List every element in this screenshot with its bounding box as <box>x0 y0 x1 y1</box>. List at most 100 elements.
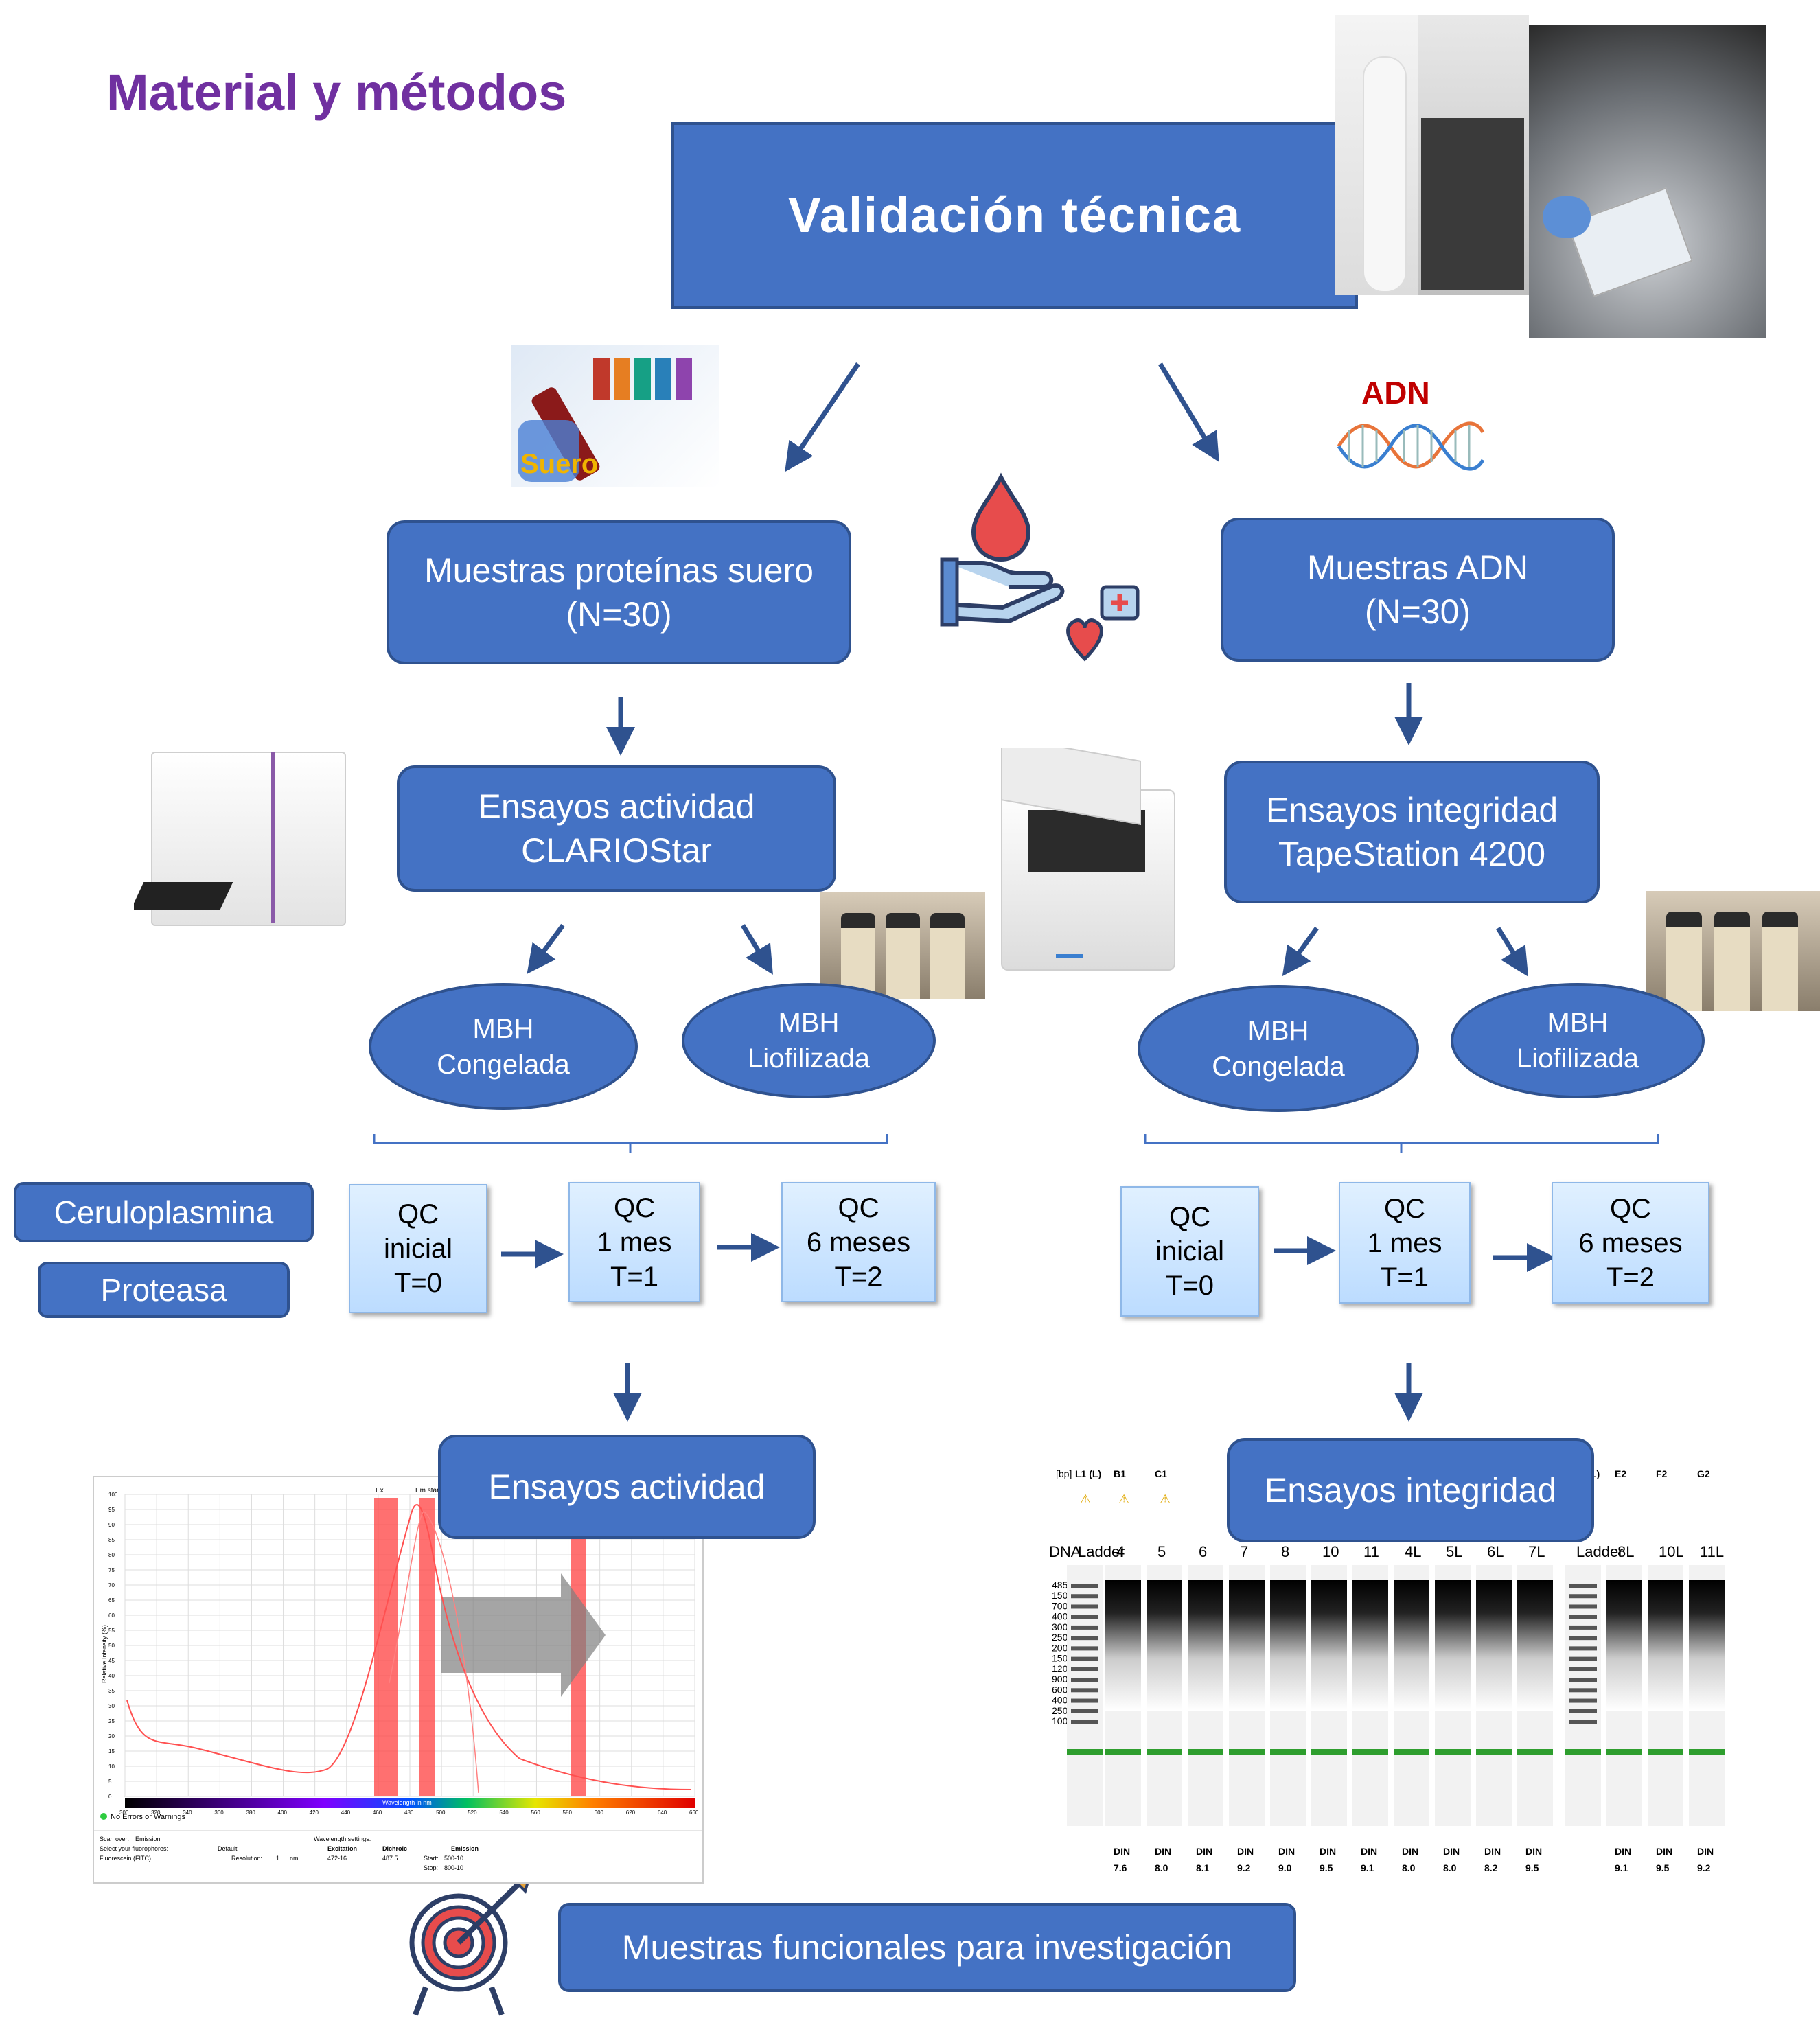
setting-scan-over: Scan over: <box>100 1836 129 1842</box>
gel-top-lane-label: E2 <box>1615 1468 1626 1479</box>
spectrum-x-tick: 660 <box>689 1809 699 1816</box>
label-ceruloplasmina: Ceruloplasmina <box>14 1182 314 1242</box>
setting-start-value: 500-10 <box>444 1855 463 1862</box>
spectrum-x-axis-label: Wavelength in nm <box>382 1799 432 1806</box>
spectrum-y-tick: 15 <box>108 1748 115 1755</box>
gel-din-label: DIN <box>1484 1846 1501 1857</box>
box-muestras-proteinas: Muestras proteínas suero (N=30) <box>387 520 851 664</box>
gel-din-value: 8.1 <box>1196 1862 1210 1873</box>
setting-stop-value: 800-10 <box>444 1864 463 1871</box>
gel-din-value: 9.0 <box>1278 1862 1292 1873</box>
spectrum-x-tick: 340 <box>183 1809 192 1816</box>
spectrum-y-tick: 30 <box>108 1703 115 1709</box>
spectrum-x-tick: 440 <box>341 1809 351 1816</box>
gel-ladder-band <box>1071 1646 1098 1651</box>
gel-lane-label: DNA <box>1049 1543 1081 1560</box>
gel-din-label: DIN <box>1196 1846 1212 1857</box>
box-muestras-adn: Muestras ADN (N=30) <box>1221 518 1615 662</box>
setting-resolution-value: 1 <box>276 1855 279 1862</box>
oval-left-congelada: MBH Congelada <box>369 983 638 1110</box>
gel-din-label: DIN <box>1361 1846 1377 1857</box>
spectrum-x-tick: 420 <box>310 1809 319 1816</box>
qc-left-t2: QC 6 meses T=2 <box>781 1182 936 1302</box>
gel-din-label: DIN <box>1237 1846 1254 1857</box>
gel-marker-band <box>1270 1749 1306 1755</box>
box-ensayos-integridad-tapestation: Ensayos integridad TapeStation 4200 <box>1224 761 1600 903</box>
spectrum-y-tick: 80 <box>108 1552 115 1558</box>
gel-lane-background <box>1067 1565 1103 1826</box>
gel-din-value: 9.2 <box>1697 1862 1711 1873</box>
gel-din-label: DIN <box>1525 1846 1542 1857</box>
setting-dichroic-value: 487.5 <box>382 1855 398 1862</box>
gel-lane-label: 8L <box>1617 1543 1634 1560</box>
setting-excitation: Excitation <box>327 1845 357 1852</box>
heart-plus-icon <box>1066 585 1140 662</box>
gel-lane-label: 10L <box>1659 1543 1684 1560</box>
gel-ladder-size: 100 <box>1052 1715 1068 1726</box>
box-ensayos-integridad: Ensayos integridad <box>1227 1438 1594 1542</box>
gel-ladder-band <box>1071 1678 1098 1682</box>
vials-photo-right <box>1646 891 1820 1011</box>
spectrum-x-tick: 460 <box>373 1809 382 1816</box>
spectrum-y-tick: 35 <box>108 1688 115 1694</box>
gel-lane-label: 4 <box>1116 1543 1125 1560</box>
marker-em-start: Em start <box>415 1487 441 1494</box>
spectrum-x-tick: 540 <box>499 1809 509 1816</box>
spectrum-y-tick: 20 <box>108 1733 115 1739</box>
bracket-right <box>1144 1134 1659 1153</box>
gel-sample-smear <box>1105 1580 1141 1711</box>
gel-ladder-band <box>1569 1594 1597 1599</box>
gel-marker-band <box>1105 1749 1141 1755</box>
gel-marker-band <box>1352 1749 1388 1755</box>
lab-photo-freezer <box>1335 15 1529 295</box>
gel-marker-band <box>1476 1749 1512 1755</box>
setting-fluorescein: Fluorescein (FITC) <box>100 1855 151 1862</box>
setting-start: Start: <box>424 1855 439 1862</box>
gel-ladder-band <box>1071 1720 1098 1724</box>
gel-ladder-band <box>1071 1615 1098 1619</box>
setting-fluorophores: Select your fluorophores: <box>100 1845 168 1852</box>
gel-ladder-band <box>1071 1656 1098 1661</box>
gel-sample-smear <box>1517 1580 1553 1711</box>
spectrum-x-tick: 480 <box>404 1809 414 1816</box>
gel-sample-smear <box>1352 1580 1388 1711</box>
spectrum-y-tick: 95 <box>108 1507 115 1513</box>
gel-ladder-band <box>1071 1698 1098 1703</box>
gel-lane-label: 8 <box>1281 1543 1289 1560</box>
setting-dichroic: Dichroic <box>382 1845 407 1852</box>
warning-icon: ⚠ <box>1080 1492 1091 1506</box>
lab-photo-samples <box>1529 25 1766 338</box>
gel-din-label: DIN <box>1402 1846 1418 1857</box>
gel-ladder-band <box>1071 1584 1098 1588</box>
serum-tubes-photo: Suero <box>511 345 719 487</box>
oval-right-congelada: MBH Congelada <box>1138 985 1419 1112</box>
gel-lane-label: 7 <box>1240 1543 1248 1560</box>
gel-lane-label: 11 <box>1363 1543 1379 1560</box>
spectrum-y-tick: 90 <box>108 1522 115 1528</box>
setting-emission: Emission <box>451 1845 479 1852</box>
gel-din-value: 9.1 <box>1615 1862 1628 1873</box>
gel-sample-smear <box>1435 1580 1471 1711</box>
gel-marker-band <box>1229 1749 1265 1755</box>
gel-lane-label: 6 <box>1199 1543 1207 1560</box>
gel-ladder-band <box>1071 1636 1098 1641</box>
gel-ladder-band <box>1569 1667 1597 1671</box>
gel-ladder-band <box>1071 1594 1098 1599</box>
arrow-right-oval2 <box>1496 927 1529 977</box>
setting-default: Default <box>218 1845 238 1852</box>
spectrum-y-tick: 0 <box>108 1794 112 1800</box>
gel-chart: [bp] L1 (L)⚠B1⚠C1⚠L2 (L)E2F2G2DNALadder4… <box>1049 1468 1725 1873</box>
gel-ladder-size: 600 <box>1052 1684 1068 1695</box>
spectrum-status: No Errors or Warnings <box>111 1813 186 1821</box>
spectrum-y-tick: 70 <box>108 1582 115 1588</box>
blood-donation-icon <box>940 472 1065 627</box>
gel-sample-smear <box>1689 1580 1725 1711</box>
gel-marker-band <box>1188 1749 1223 1755</box>
spectrum-y-tick: 5 <box>108 1779 112 1785</box>
gel-marker-band <box>1311 1749 1347 1755</box>
qc-right-t0: QC inicial T=0 <box>1120 1186 1259 1317</box>
spectrum-y-tick: 85 <box>108 1537 115 1543</box>
warning-icon: ⚠ <box>1160 1492 1171 1506</box>
